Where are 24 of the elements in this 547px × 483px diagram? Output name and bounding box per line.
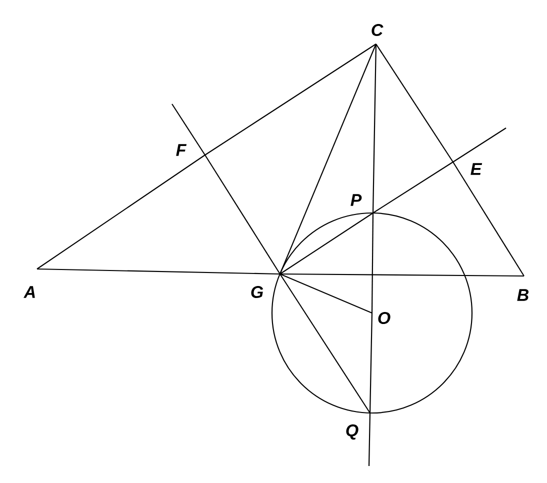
point-label: B: [517, 289, 529, 301]
line-segment: [371, 213, 374, 314]
point-label: Q: [346, 424, 358, 440]
point-label: O: [378, 312, 390, 324]
line-segment: [376, 44, 454, 162]
point-label: F: [176, 144, 187, 156]
line-segment: [369, 313, 373, 414]
point-label: P: [350, 194, 362, 206]
point-label: C: [372, 24, 384, 36]
point-label: A: [24, 286, 35, 298]
line-segment: [372, 162, 454, 214]
line-segment: [204, 44, 376, 156]
point-label: E: [470, 163, 482, 175]
line-segment: [280, 274, 372, 314]
line-segment: [204, 154, 280, 274]
line-segment: [280, 212, 374, 274]
line-segment: [280, 44, 377, 274]
point-label: G: [251, 286, 264, 298]
line-segment: [36, 268, 280, 275]
line-segment: [280, 273, 524, 277]
line-segment: [36, 154, 206, 270]
line-segment: [452, 162, 524, 276]
line-segment: [372, 44, 377, 214]
line-segment: [280, 274, 370, 414]
